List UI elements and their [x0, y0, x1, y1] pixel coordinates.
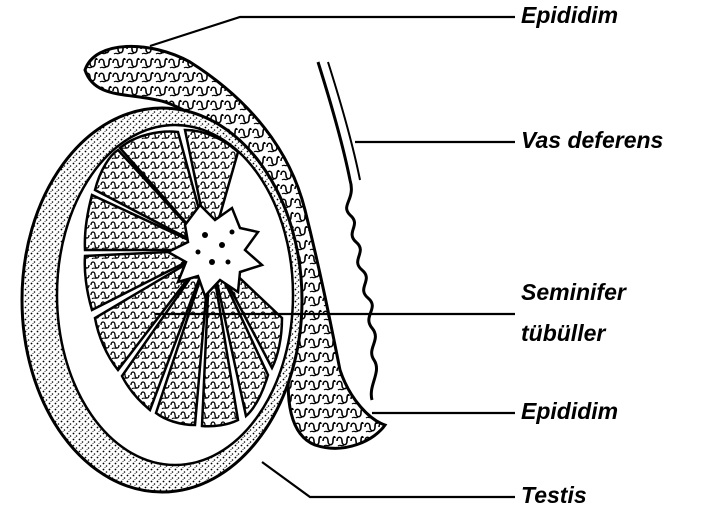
- label-epididim-bottom: Epididim: [521, 400, 618, 423]
- label-seminifer: Seminifer: [521, 281, 626, 304]
- label-vas-deferens: Vas deferens: [521, 129, 663, 152]
- leader-epididim-top: [150, 17, 515, 46]
- leader-testis: [262, 462, 515, 497]
- label-tubuller: tübüller: [521, 322, 605, 345]
- label-testis: Testis: [521, 484, 587, 507]
- label-epididim-top: Epididim: [521, 4, 618, 27]
- testis: [22, 108, 302, 492]
